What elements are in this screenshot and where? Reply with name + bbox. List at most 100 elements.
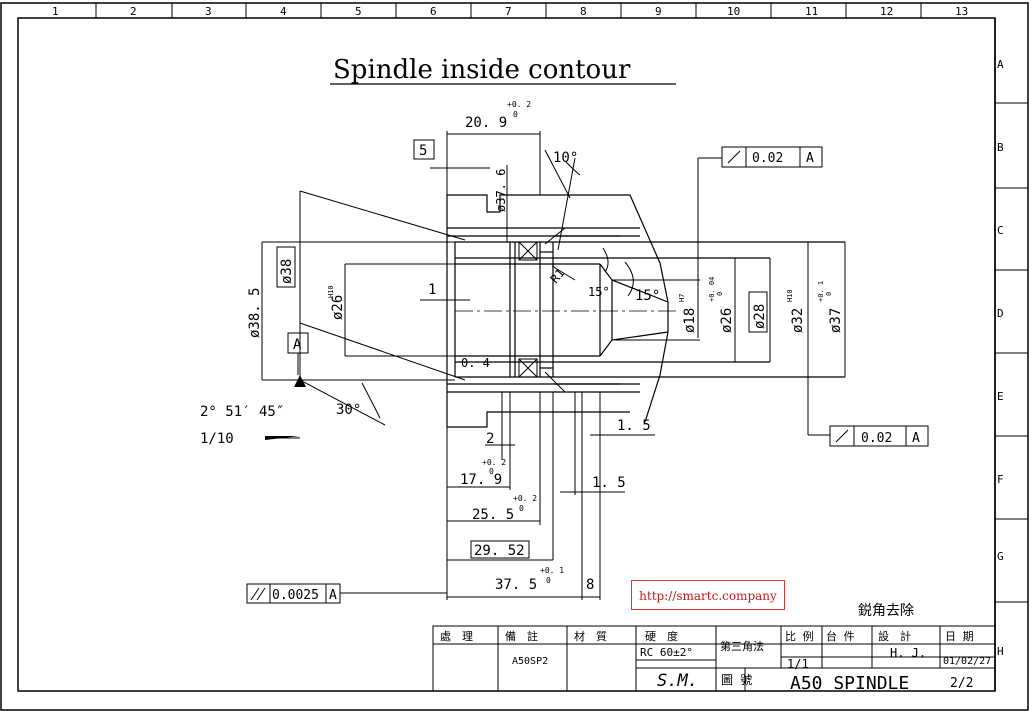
col-10: 10	[727, 5, 740, 18]
dim-1: 1	[428, 282, 436, 298]
col-5: 5	[355, 5, 362, 18]
runout-top-value: 0.02	[752, 151, 783, 166]
column-ruler	[95, 3, 922, 18]
bottom-dim-lines	[340, 131, 655, 600]
row-f: F	[997, 473, 1004, 486]
dim-25-5: 25. 5	[472, 507, 514, 523]
tb-header-projection: 第三角法	[720, 639, 764, 653]
col-8: 8	[580, 5, 587, 18]
taper-ratio: 1/10	[200, 431, 234, 447]
dim-d32: ø32	[790, 308, 806, 333]
col-9: 9	[655, 5, 662, 18]
dim-25-5-tol-low: 0	[519, 504, 524, 513]
row-c: C	[997, 224, 1004, 237]
tb-date: 01/02/27	[943, 656, 991, 667]
dim-20-9-tol: +0. 2	[507, 100, 531, 109]
runout-frame-top: 0.02 A	[721, 146, 823, 168]
dim-angle-15a: 15°	[588, 285, 610, 299]
tb-header-design: 設 計	[878, 629, 911, 643]
dim-8: 8	[586, 577, 594, 593]
parallel-value: 0.0025	[272, 588, 319, 603]
row-a: A	[997, 58, 1004, 71]
dim-angle-10: 10°	[553, 150, 578, 166]
runout-top-datum: A	[806, 151, 814, 166]
datum-box-5: 5	[419, 143, 427, 159]
dim-37-5-tol: +0. 1	[540, 566, 564, 575]
tb-header-date: 日 期	[945, 630, 974, 643]
relief-cross-marks	[518, 241, 538, 378]
datum-triangle	[294, 375, 306, 387]
parallel-datum: A	[329, 588, 337, 603]
col-4: 4	[280, 5, 287, 18]
runout-right-datum: A	[912, 431, 920, 446]
dim-d37-tol: +0. 1	[817, 281, 825, 302]
dim-20-9-tol-low: 0	[513, 110, 518, 119]
tb-scale: 1/1	[787, 657, 809, 671]
col-6: 6	[430, 5, 437, 18]
dim-h10-a: H10	[327, 285, 335, 298]
tb-part-code: A50SP2	[512, 656, 548, 667]
dim-20-9: 20. 9	[465, 115, 507, 131]
row-b: B	[997, 141, 1004, 154]
tb-header-treatment: 處 理	[440, 629, 473, 643]
tb-header-scale: 比 例	[785, 629, 814, 643]
right-dim-lines	[612, 157, 846, 436]
col-1: 1	[52, 5, 59, 18]
tb-drawing-no-label: 圖 號	[721, 673, 752, 687]
row-labels: A B C D E F G H	[997, 58, 1004, 658]
watermark-link[interactable]: http://smartc.company	[631, 580, 785, 610]
col-11: 11	[805, 5, 818, 18]
dim-d18: ø18	[682, 308, 698, 333]
tb-sheet: 2/2	[950, 676, 973, 691]
dim-37-5: 37. 5	[495, 577, 537, 593]
col-12: 12	[880, 5, 893, 18]
col-7: 7	[505, 5, 512, 18]
dim-2: 2	[486, 431, 494, 447]
row-d: D	[997, 307, 1004, 320]
angle-30: 30°	[336, 402, 361, 418]
angle-marks	[299, 149, 634, 426]
col-13: 13	[955, 5, 968, 18]
row-h: H	[997, 645, 1004, 658]
dim-h7: H7	[678, 294, 686, 302]
row-g: G	[997, 550, 1004, 563]
dim-17-9: 17. 9	[460, 472, 502, 488]
dim-1-5-bottom: 1. 5	[592, 475, 626, 491]
roughness-0-4: 0. 4	[461, 356, 490, 370]
deburr-note: 鋭角去除	[858, 603, 914, 619]
dim-d26-right: ø26	[719, 308, 735, 333]
dim-d37: ø37	[828, 308, 844, 333]
tb-hardness: RC 60±2°	[640, 646, 693, 659]
tb-header-remarks: 備 註	[505, 630, 538, 643]
row-e: E	[997, 390, 1004, 403]
taper-leaders	[262, 190, 466, 381]
dim-d38-5: ø38. 5	[247, 287, 263, 338]
dim-29-52: 29. 52	[474, 543, 525, 559]
parallel-frame: 0.0025 A	[246, 583, 341, 604]
tb-designer: H. J.	[890, 646, 926, 660]
left-dim-lines	[261, 191, 346, 380]
drawing-title: Spindle inside contour	[333, 55, 631, 85]
tb-drawing-title: A50 SPINDLE	[790, 673, 909, 694]
dim-d26-left: ø26	[330, 295, 346, 320]
dim-17-9-tol-low: 0	[489, 467, 494, 476]
tb-header-material: 材 質	[574, 629, 607, 643]
dim-25-5-tol: +0. 2	[513, 494, 537, 503]
dim-d38-box: ø38	[279, 259, 295, 284]
row-ruler	[995, 102, 1028, 603]
tb-company: S.M.	[657, 671, 698, 691]
tb-header-qty: 台 件	[826, 629, 855, 643]
dim-r1: R1	[548, 266, 568, 286]
dim-d28-box: ø28	[752, 304, 768, 329]
title-block	[432, 625, 996, 692]
dim-d26-tol-low: 0	[716, 292, 724, 296]
dim-d37-6: ø37. 6	[494, 169, 508, 212]
dim-1-5-top: 1. 5	[617, 418, 651, 434]
dim-17-9-tol: +0. 2	[482, 458, 506, 467]
tb-header-hardness: 硬 度	[645, 629, 678, 643]
spindle-outline	[446, 194, 845, 428]
col-3: 3	[205, 5, 212, 18]
dim-h10-b: H10	[786, 289, 794, 302]
